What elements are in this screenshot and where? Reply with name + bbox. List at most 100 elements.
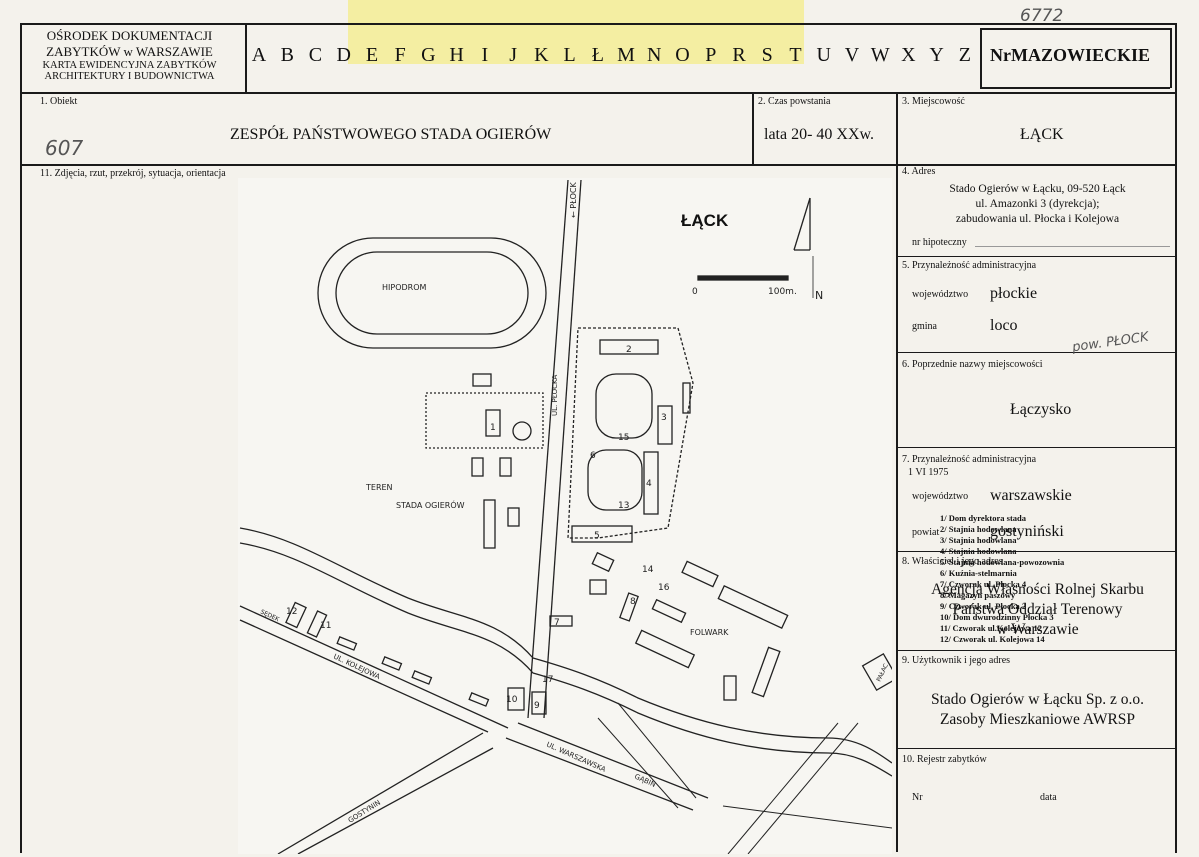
legend-item: 11/ Czworak ul.Kolejowa 12 xyxy=(940,623,1042,633)
index-letter: J xyxy=(509,44,517,66)
rule-v-right xyxy=(896,92,898,852)
building-number: 8 xyxy=(630,597,636,607)
road-warszawska-north xyxy=(517,722,709,799)
folwark-label: FOLWARK xyxy=(690,628,729,637)
shed-f1 xyxy=(589,579,607,595)
obiekt-label: 1. Obiekt xyxy=(40,96,78,107)
rule-v-czas xyxy=(752,92,754,165)
legend-item: 2/ Stajnia hodowlana xyxy=(940,524,1017,534)
building-number: 9 xyxy=(534,701,540,711)
index-letter: E xyxy=(365,44,379,66)
wlasciciel-line1: Agencja Własności Rolnej Skarbu xyxy=(931,581,1144,598)
north-arrow-head xyxy=(793,197,811,251)
adres-block: Stado Ogierów w Łącku, 09-520 Łąck ul. A… xyxy=(900,182,1175,227)
ul-plocka-label: UL. PŁOCKA xyxy=(551,375,559,416)
building-number: 13 xyxy=(618,501,629,511)
building-8 xyxy=(591,551,615,573)
index-letter: W xyxy=(870,44,890,66)
site-plan-drawing: HIPODROM ← PŁOCK UL. PŁOCKA 0 100m. N ŁĄ… xyxy=(239,179,892,854)
rule-v-header xyxy=(245,23,247,93)
rule-r3 xyxy=(896,447,1176,448)
building-folwark-d xyxy=(651,598,687,624)
road-east-a xyxy=(727,722,839,854)
frame-top xyxy=(20,23,1175,25)
teren-label-2: STADA OGIERÓW xyxy=(396,499,465,510)
przyn75-label: 7. Przynależność administracyjna xyxy=(902,454,1037,465)
building-2 xyxy=(599,339,659,355)
yellow-tape xyxy=(348,0,804,64)
region-box-top xyxy=(980,28,1170,30)
building-number: 15 xyxy=(618,433,629,443)
building-folwark-c xyxy=(717,585,789,629)
shed-w4 xyxy=(483,499,496,549)
index-letter: I xyxy=(481,44,489,66)
map-title: ŁĄCK xyxy=(681,211,729,230)
index-letter: Y xyxy=(929,44,944,66)
wlasciciel-line2: Państwa Oddział Terenowy xyxy=(952,601,1123,618)
rejestr-label: 10. Rejestr zabytków xyxy=(902,754,987,765)
road-east-b xyxy=(747,722,859,854)
shed-k1 xyxy=(336,636,358,651)
gmina-label: gmina xyxy=(912,321,937,332)
obiekt-value: ZESPÓŁ PAŃSTWOWEGO STADA OGIERÓW xyxy=(230,126,552,143)
hippodrome-outer xyxy=(317,237,547,349)
shed-w2 xyxy=(471,457,484,477)
index-letter: U xyxy=(816,44,831,66)
paddock-2 xyxy=(587,449,643,511)
building-number: 7 xyxy=(554,618,560,628)
road-south-east xyxy=(722,805,892,829)
building-number: 12 xyxy=(286,607,297,617)
road-gostynin-south xyxy=(297,747,494,854)
scale-end: 100m. xyxy=(768,287,797,297)
rule-r1 xyxy=(896,256,1176,257)
building-number: 6 xyxy=(590,451,596,461)
building-number: 11 xyxy=(320,621,331,631)
site-plan: HIPODROM ← PŁOCK UL. PŁOCKA 0 100m. N ŁĄ… xyxy=(238,178,1064,854)
index-letter: S xyxy=(761,44,773,66)
building-folwark-a xyxy=(619,592,639,622)
building-11 xyxy=(306,610,328,638)
institution-line3: KARTA EWIDENCYJNA ZABYTKÓW xyxy=(42,60,217,71)
adres-line1: Stado Ogierów w Łącku, 09-520 Łąck xyxy=(949,183,1126,195)
index-letter: M xyxy=(617,44,635,66)
rule-r4 xyxy=(896,551,1176,552)
legend-item: 4/ Stajnia hodowlana xyxy=(940,546,1017,556)
legend-item: 10/ Dom dwurodzinny Płocka 3 xyxy=(940,612,1054,622)
roundabout xyxy=(512,421,532,441)
poprz-value: Łączysko xyxy=(1010,401,1072,418)
legend-item: 5/ Stajnia hodowlana-powozownia xyxy=(940,557,1065,567)
index-letter: C xyxy=(308,44,323,66)
index-letter: A xyxy=(251,44,267,66)
index-letter: R xyxy=(732,44,746,66)
legend-item: 6/ Kuźnia-stelmarnia xyxy=(940,568,1017,578)
legend-item: 3/ Stajnia hodowlana xyxy=(940,535,1017,545)
czas-value: lata 20- 40 XXw. xyxy=(764,126,875,143)
road-kolejowa-north xyxy=(239,605,509,729)
wlasciciel-label: 8. Właściciel i jego adres xyxy=(902,556,1003,567)
institution-line2: ZABYTKÓW w WARSZAWIE xyxy=(46,44,213,59)
rejestr-data-label: data xyxy=(1040,792,1057,803)
complex-fence xyxy=(567,327,694,539)
index-letter: P xyxy=(705,44,717,66)
building-1 xyxy=(485,409,501,437)
rule-header xyxy=(20,92,1175,94)
shed-k3 xyxy=(411,670,433,685)
index-letter: G xyxy=(421,44,436,66)
institution-line4: ARCHITEKTURY I BUDOWNICTWA xyxy=(44,71,215,82)
index-letter: N xyxy=(647,44,662,66)
building-number: 17 xyxy=(542,675,553,685)
building-number: 4 xyxy=(646,479,652,489)
legend-item: 12/ Czworak ul. Kolejowa 14 xyxy=(940,634,1045,644)
uzytkownik-line2: Zasoby Mieszkaniowe AWRSP xyxy=(939,711,1136,728)
building-3 xyxy=(657,405,673,445)
building-folwark-e xyxy=(634,629,696,669)
index-letter: V xyxy=(844,44,860,66)
handwritten-607: 607 xyxy=(45,136,84,160)
poprz-label: 6. Poprzednie nazwy miejscowości xyxy=(902,359,1043,370)
building-folwark-b xyxy=(681,560,719,588)
building-10 xyxy=(507,687,525,711)
hipoteczny-dotline xyxy=(975,246,1170,247)
wlasciciel-line3: w Warszawie xyxy=(996,621,1079,638)
